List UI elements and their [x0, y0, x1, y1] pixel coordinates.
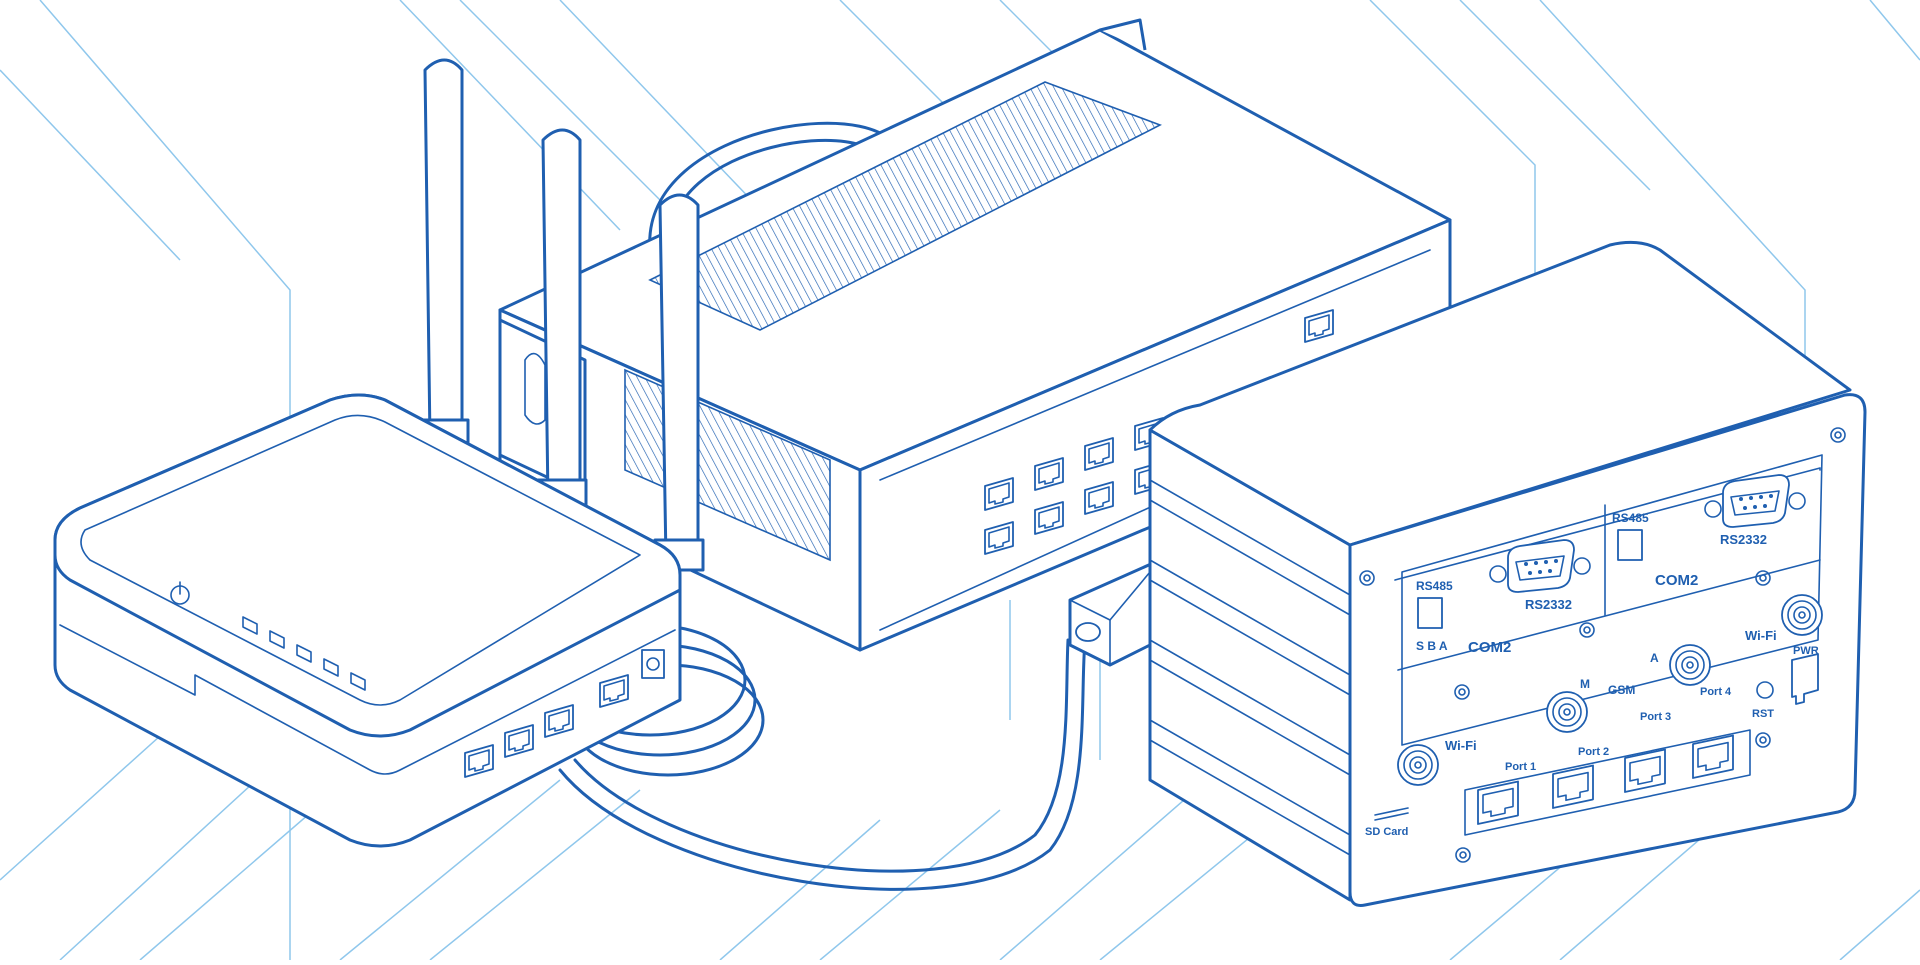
rs485-label-left: RS485: [1416, 579, 1453, 593]
com2-label-right: COM2: [1655, 572, 1698, 589]
gsm-m-connector: [1546, 691, 1588, 733]
port-3-label: Port 3: [1640, 711, 1671, 723]
wifi-router: [53, 393, 682, 848]
gateway-ports: Port 1 Port 2 Port 3 Port 4: [1464, 686, 1751, 836]
serial-block-right: RS485 RS2332 COM2: [1612, 474, 1806, 589]
wifi-connector-right: [1781, 594, 1823, 636]
power-icon: [170, 581, 190, 605]
pwr-label: PWR: [1793, 645, 1819, 657]
power-adapter: [1068, 558, 1162, 667]
rs232-label-left: RS2332: [1525, 597, 1572, 612]
gsm-a-connector: [1669, 644, 1711, 686]
port-2-label: Port 2: [1578, 746, 1609, 758]
router-ports: [464, 649, 665, 778]
power-jack: [1791, 653, 1819, 705]
industrial-gateway: RS485 S B A RS2332 COM2 RS485 RS2332 COM…: [1148, 240, 1867, 907]
wifi-label-right: Wi-Fi: [1745, 628, 1777, 643]
wifi-label-left: Wi-Fi: [1445, 738, 1477, 753]
port-1-label: Port 1: [1505, 761, 1536, 773]
gsm-a-label: A: [1650, 651, 1659, 665]
rs485-label-right: RS485: [1612, 511, 1649, 525]
wifi-connector-left: [1397, 744, 1439, 786]
serial-block-left: RS485 S B A RS2332 COM2: [1416, 539, 1591, 656]
reset-button: [1756, 681, 1774, 699]
com2-label-left: COM2: [1468, 639, 1511, 656]
port-4-label: Port 4: [1700, 686, 1732, 698]
pin-labels: S B A: [1416, 639, 1448, 653]
rs232-label-right: RS2332: [1720, 532, 1767, 547]
gsm-m-label: M: [1580, 677, 1590, 691]
rst-label: RST: [1752, 708, 1774, 720]
sd-card-label: SD Card: [1365, 826, 1408, 838]
gsm-label: GSM: [1608, 683, 1635, 697]
sd-card-slot: [1374, 807, 1409, 816]
status-leds: [242, 616, 366, 691]
antennas: [418, 58, 705, 572]
